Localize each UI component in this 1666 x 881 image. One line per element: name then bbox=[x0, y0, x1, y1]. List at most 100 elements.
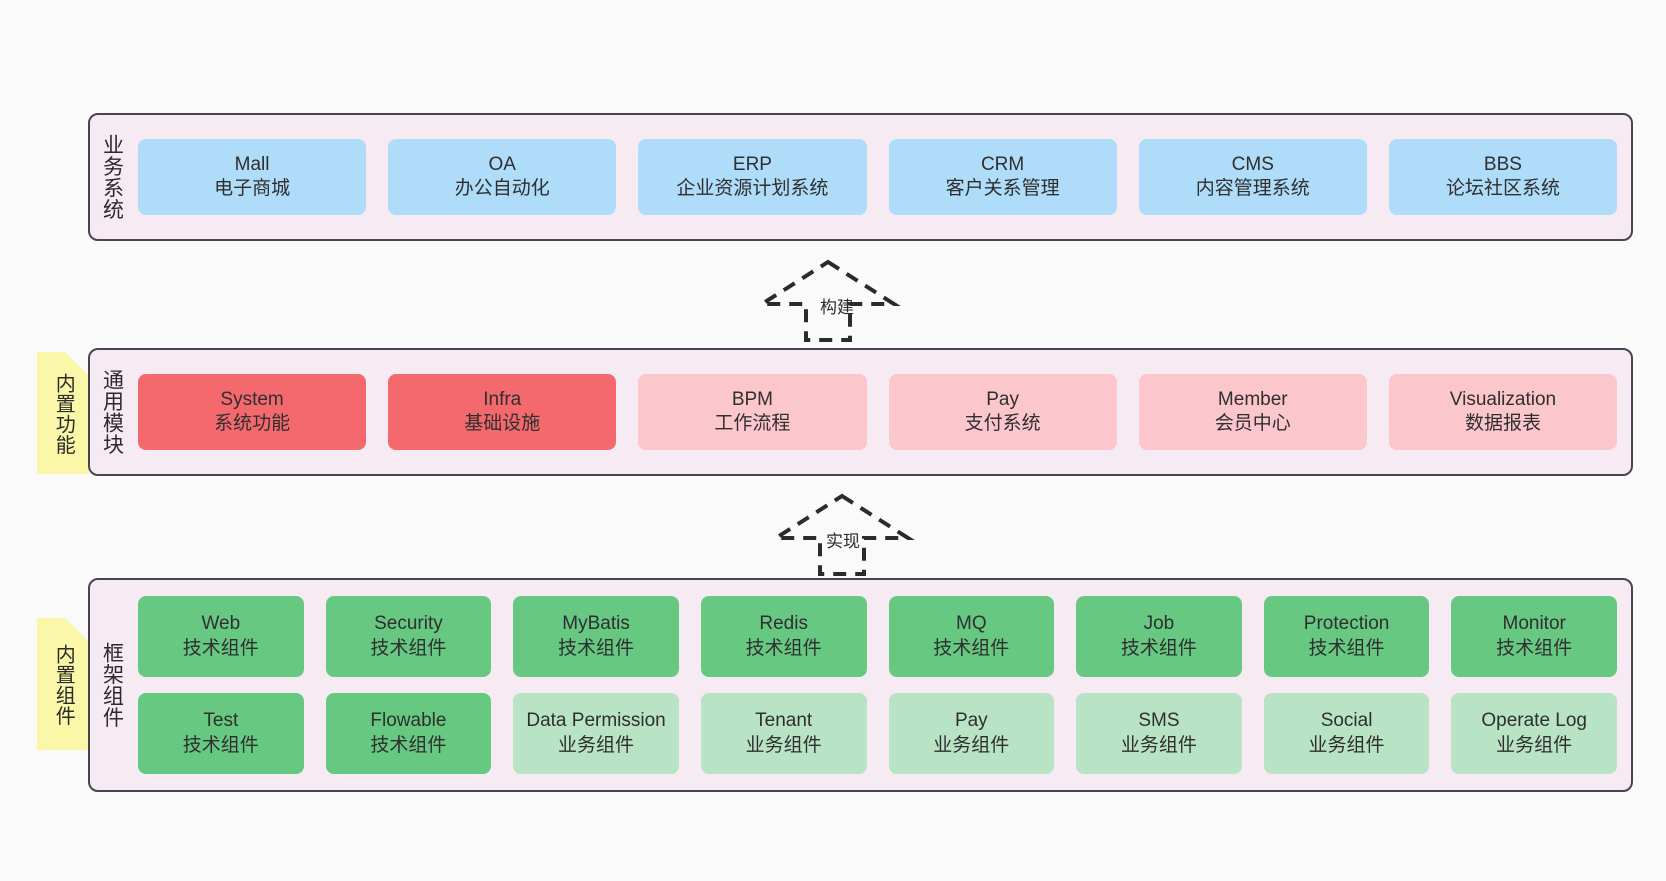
card-title-en: MQ bbox=[956, 613, 987, 635]
note-built-in-components-label: 内置组件 bbox=[52, 644, 75, 726]
card-title-cn: 业务组件 bbox=[1308, 734, 1385, 756]
arrow-build-label: 构建 bbox=[820, 298, 854, 317]
card-business-mall[interactable]: Mall 电子商城 bbox=[138, 139, 367, 215]
card-title-en: Social bbox=[1320, 710, 1373, 732]
card-title-en: System bbox=[220, 388, 284, 410]
layer-business-system-body: Mall 电子商城 OA 办公自动化 ERP 企业资源计划系统 CRM 客户关系管理 CMS 内容… bbox=[134, 115, 1631, 239]
arrow-implement-glyph bbox=[769, 493, 915, 576]
card-title-en: BPM bbox=[731, 388, 774, 410]
card-title-en: Pay bbox=[986, 388, 1019, 410]
card-title-cn: 论坛社区系统 bbox=[1445, 178, 1560, 199]
card-title-en: ERP bbox=[732, 153, 772, 175]
business-card-row: Mall 电子商城 OA 办公自动化 ERP 企业资源计划系统 CRM 客户关系管理 CMS 内容… bbox=[138, 139, 1618, 215]
card-title-cn: 客户关系管理 bbox=[945, 178, 1060, 199]
card-title-en: Data Permission bbox=[526, 710, 666, 732]
arrow-implement-label: 实现 bbox=[826, 532, 860, 551]
card-title-en: Member bbox=[1217, 388, 1288, 410]
card-business-crm[interactable]: CRM 客户关系管理 bbox=[888, 139, 1117, 215]
card-title-en: Visualization bbox=[1449, 388, 1557, 410]
card-title-cn: 业务组件 bbox=[745, 734, 822, 756]
card-title-cn: 基础设施 bbox=[464, 413, 541, 434]
card-title-cn: 工作流程 bbox=[714, 413, 791, 434]
card-title-en: Web bbox=[201, 613, 241, 635]
note-built-in-components: 内置组件 bbox=[37, 618, 89, 750]
card-business-cms[interactable]: CMS 内容管理系统 bbox=[1138, 139, 1367, 215]
card-title-cn: 企业资源计划系统 bbox=[676, 178, 829, 199]
card-title-en: CMS bbox=[1231, 153, 1274, 175]
card-title-cn: 内容管理系统 bbox=[1195, 178, 1310, 199]
card-title-en: Pay bbox=[954, 710, 988, 732]
card-title-cn: 业务组件 bbox=[1120, 734, 1197, 756]
card-title-cn: 技术组件 bbox=[558, 637, 635, 659]
layer-business-system: 业务系统 Mall 电子商城 OA 办公自动化 ERP 企业资源计划系统 CRM 客户关系管理… bbox=[88, 113, 1633, 241]
card-title-en: Operate Log bbox=[1481, 710, 1587, 732]
card-business-bbs[interactable]: BBS 论坛社区系统 bbox=[1388, 139, 1618, 215]
card-common-pay[interactable]: Pay 支付系统 bbox=[888, 374, 1117, 450]
card-title-en: OA bbox=[488, 153, 516, 175]
card-common-visualization[interactable]: Visualization 数据报表 bbox=[1388, 374, 1618, 450]
card-title-en: Flowable bbox=[370, 710, 447, 732]
card-title-en: BBS bbox=[1483, 153, 1522, 175]
card-business-oa[interactable]: OA 办公自动化 bbox=[388, 139, 617, 215]
card-title-cn: 办公自动化 bbox=[454, 178, 550, 199]
card-title-en: Security bbox=[374, 613, 443, 635]
layer-common-module-title: 通用模块 bbox=[100, 369, 124, 455]
card-title-cn: 技术组件 bbox=[182, 637, 259, 659]
card-title-en: Monitor bbox=[1502, 613, 1566, 635]
layer-business-system-title: 业务系统 bbox=[100, 134, 124, 220]
card-title-en: Mall bbox=[234, 153, 270, 175]
card-business-erp[interactable]: ERP 企业资源计划系统 bbox=[638, 139, 867, 215]
arrow-implement: 实现 bbox=[769, 492, 915, 578]
card-title-cn: 业务组件 bbox=[933, 734, 1010, 756]
card-title-cn: 技术组件 bbox=[1308, 637, 1385, 659]
card-title-en: Infra bbox=[483, 388, 522, 410]
card-title-en: CRM bbox=[980, 153, 1025, 175]
card-title-cn: 支付系统 bbox=[964, 413, 1041, 434]
card-common-infra[interactable]: Infra 基础设施 bbox=[388, 374, 617, 450]
arrow-build: 构建 bbox=[755, 258, 901, 344]
card-title-en: Protection bbox=[1303, 613, 1390, 635]
card-title-cn: 电子商城 bbox=[214, 178, 291, 199]
card-title-cn: 技术组件 bbox=[182, 734, 259, 756]
layer-framework-component-title: 框架组件 bbox=[100, 642, 124, 728]
card-title-cn: 技术组件 bbox=[370, 637, 447, 659]
card-title-cn: 数据报表 bbox=[1464, 413, 1541, 434]
card-title-en: Test bbox=[203, 710, 239, 732]
card-title-cn: 业务组件 bbox=[1496, 734, 1573, 756]
arrow-build-glyph bbox=[755, 259, 901, 342]
card-title-cn: 技术组件 bbox=[745, 637, 822, 659]
card-title-cn: 技术组件 bbox=[370, 734, 447, 756]
card-common-bpm[interactable]: BPM 工作流程 bbox=[638, 374, 867, 450]
note-built-in-functions-label: 内置功能 bbox=[52, 373, 75, 455]
card-title-en: Redis bbox=[759, 613, 808, 635]
card-title-en: Job bbox=[1143, 613, 1175, 635]
card-title-cn: 技术组件 bbox=[933, 637, 1010, 659]
card-title-cn: 技术组件 bbox=[1496, 637, 1573, 659]
